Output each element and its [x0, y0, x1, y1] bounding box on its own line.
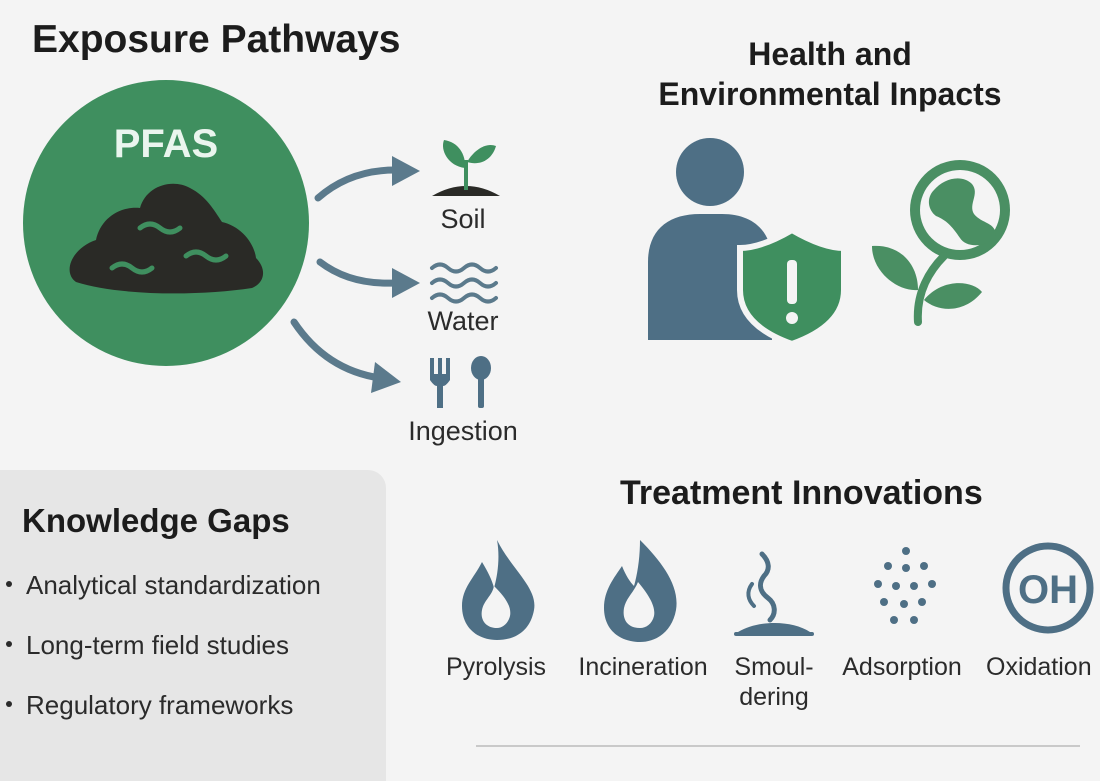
fire-icon: [604, 540, 677, 642]
health-title-line2: Environmental Inpacts: [658, 76, 1002, 112]
knowledge-gap-item: Long-term field studies: [0, 630, 289, 661]
oh-icon-text: OH: [1018, 568, 1078, 612]
globe-plant-icon: [872, 160, 1010, 326]
arrow-head-soil: [392, 156, 420, 186]
pathway-label-water: Water: [427, 306, 499, 336]
treatment-label-oxidation: Oxidation: [986, 653, 1092, 681]
health-title-line1: Health and: [748, 36, 912, 72]
bullet: [6, 641, 12, 648]
arrow-head-ingestion: [371, 362, 401, 393]
smoulder-icon: [734, 551, 814, 636]
pfas-label: PFAS: [114, 122, 218, 166]
oh-radical-icon: OH: [1002, 542, 1094, 634]
treatment-title: Treatment Innovations: [620, 474, 983, 512]
fork-spoon-icon: [430, 356, 491, 408]
exposure-title: Exposure Pathways: [32, 18, 401, 61]
health-title: Health and Environmental Inpacts: [600, 34, 1060, 114]
treatment-label-smouldering-line1: Smoul-: [734, 653, 814, 681]
knowledge-gap-text: Long-term field studies: [26, 630, 290, 660]
arrow-to-water: [316, 258, 399, 287]
divider: [476, 745, 1080, 747]
pathway-arrows: [290, 166, 399, 382]
bullet: [6, 581, 12, 588]
bullet: [6, 701, 12, 708]
pathway-label-soil: Soil: [440, 204, 486, 234]
knowledge-gap-text: Analytical standardization: [26, 570, 321, 600]
treatment-label-incineration: Incineration: [578, 653, 708, 681]
water-waves-icon: [430, 262, 498, 304]
treatment-label-smouldering: Smoul- dering: [726, 652, 822, 712]
treatment-label-smouldering-line2: dering: [739, 683, 809, 711]
treatment-label-pyrolysis: Pyrolysis: [445, 653, 546, 681]
pfas-source: PFAS: [23, 80, 309, 366]
arrow-to-soil: [314, 166, 399, 202]
sprout-soil-icon: [432, 140, 500, 196]
treatment-label-adsorption: Adsorption: [842, 653, 962, 681]
knowledge-gaps-panel: [0, 470, 386, 781]
knowledge-gaps-title: Knowledge Gaps: [22, 502, 290, 539]
arrow-head-water: [392, 268, 420, 298]
knowledge-gap-item: Analytical standardization: [0, 570, 321, 601]
pathway-label-ingestion: Ingestion: [408, 416, 518, 446]
knowledge-gap-item: Regulatory frameworks: [0, 690, 293, 721]
person-shield-icon: [648, 138, 847, 348]
arrow-to-ingestion: [290, 318, 384, 382]
dots-icon: [874, 547, 936, 624]
knowledge-gap-text: Regulatory frameworks: [26, 690, 294, 720]
flame-icon: [462, 540, 535, 640]
